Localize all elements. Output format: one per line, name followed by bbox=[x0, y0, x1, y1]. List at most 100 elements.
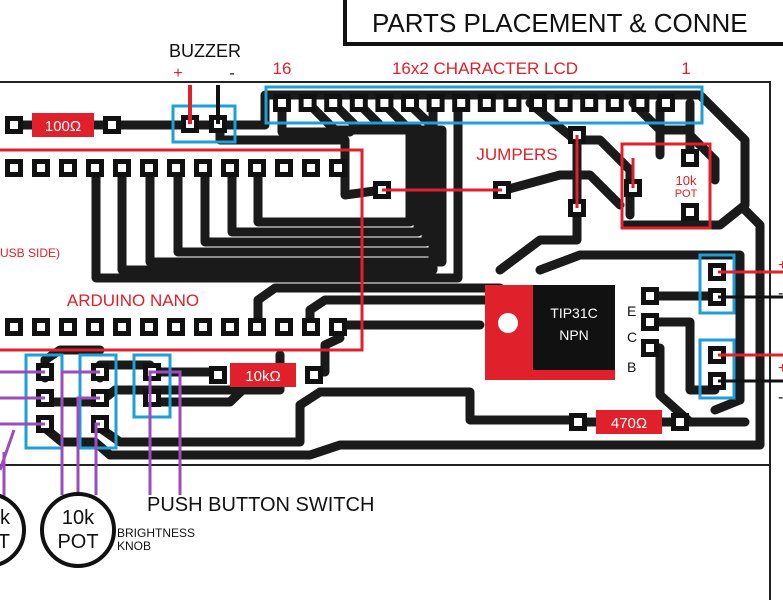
lcd-pad-hole bbox=[406, 99, 414, 107]
pot-left-type: T bbox=[0, 531, 10, 553]
resistor-470 bbox=[596, 410, 662, 434]
pot-bottom-value: 10k bbox=[62, 507, 95, 529]
brightness-label: BRIGHTNESS bbox=[117, 526, 195, 540]
arduino-top-pad-hole bbox=[64, 164, 72, 172]
power-top-plus: + bbox=[778, 257, 783, 274]
red-outlines bbox=[0, 142, 712, 352]
power-pad-hole bbox=[713, 377, 721, 385]
resistor-100 bbox=[32, 113, 94, 137]
transistor-pad-hole bbox=[646, 344, 654, 352]
power-top-minus: - bbox=[778, 285, 783, 302]
arduino-top-pad-hole bbox=[37, 164, 45, 172]
lcd-pad-hole bbox=[303, 99, 312, 107]
pot-left-circle bbox=[0, 493, 26, 567]
resistor-10k bbox=[230, 363, 296, 387]
power-pad-hole bbox=[713, 268, 721, 276]
resistor-pad-hole bbox=[214, 371, 222, 379]
arduino-top-pad-hole bbox=[226, 164, 234, 172]
resistor-pad-hole bbox=[10, 121, 18, 129]
lcd-pad-hole bbox=[431, 99, 440, 107]
arduino-label: ARDUINO NANO bbox=[67, 291, 199, 310]
arduino-bottom-pad-hole bbox=[253, 323, 261, 331]
power-pad-hole bbox=[713, 293, 721, 301]
lcd-outline bbox=[264, 85, 704, 125]
lcd-pad-hole bbox=[559, 99, 568, 107]
arduino-bottom-pad-hole bbox=[118, 323, 126, 331]
arduino-bottom-pad-hole bbox=[334, 323, 342, 331]
transistor-model: TIP31C bbox=[550, 305, 597, 321]
button-outline bbox=[132, 353, 172, 419]
power-pad-hole bbox=[713, 351, 721, 359]
buzzer-minus: - bbox=[229, 65, 234, 82]
power-bottom-minus: - bbox=[778, 389, 783, 406]
arduino-bottom-pad-hole bbox=[64, 323, 72, 331]
pot-pad-hole bbox=[686, 208, 694, 216]
lcd-pad-hole bbox=[354, 99, 363, 107]
transistor-body bbox=[533, 285, 615, 370]
lcd-pad-hole bbox=[482, 99, 491, 107]
transistor-pad-hole bbox=[646, 318, 654, 326]
lcd-pad-hole bbox=[534, 99, 542, 107]
purple-leads bbox=[0, 370, 182, 512]
lcd-pin-16: 16 bbox=[273, 59, 292, 78]
jumper-wires bbox=[382, 135, 635, 208]
lcd-pad-hole bbox=[457, 99, 466, 107]
resistor-10k-label: 10kΩ bbox=[245, 368, 280, 385]
button-pad-hole bbox=[148, 394, 156, 402]
jumpers-label: JUMPERS bbox=[476, 145, 557, 164]
knob-label: KNOB bbox=[117, 539, 151, 553]
lcd-pad-hole bbox=[662, 99, 670, 107]
lcd-pad-hole bbox=[585, 99, 594, 107]
transistor-pin-e: E bbox=[627, 303, 636, 319]
arduino-top-pad-hole bbox=[280, 164, 288, 172]
lcd-pad-hole bbox=[636, 99, 645, 107]
lcd-pad-hole bbox=[380, 99, 389, 107]
buzzer-outline bbox=[171, 104, 237, 144]
arduino-top-pad-hole bbox=[91, 164, 99, 172]
pot-left-value: k bbox=[0, 507, 11, 529]
usb-side-label: USB SIDE) bbox=[0, 246, 60, 260]
pot-top-type: POT bbox=[675, 188, 698, 200]
pot-bottom-type: POT bbox=[57, 531, 98, 553]
lcd-pin-1: 1 bbox=[681, 59, 690, 78]
push-button-label: PUSH BUTTON SWITCH bbox=[147, 494, 374, 516]
buzzer-plus: + bbox=[173, 65, 182, 82]
arduino-bottom-pad-hole bbox=[37, 323, 45, 331]
pot-bottom-outline bbox=[78, 353, 118, 450]
blue-outlines bbox=[24, 85, 736, 450]
power-bottom-plus: + bbox=[778, 360, 783, 377]
arduino-top-pad-hole bbox=[145, 164, 153, 172]
arduino-top-pad-hole bbox=[118, 164, 126, 172]
pot-top-outline bbox=[620, 142, 712, 230]
resistor-pad-hole bbox=[574, 418, 582, 426]
pot-top-value: 10k bbox=[676, 173, 697, 188]
arduino-bottom-pad-hole bbox=[145, 323, 153, 331]
arduino-top-pad-hole bbox=[253, 164, 261, 172]
resistor-100-label: 100Ω bbox=[45, 118, 81, 135]
arduino-bottom-pad-hole bbox=[226, 323, 234, 331]
lcd-pad-hole bbox=[278, 99, 286, 107]
lcd-pad-hole bbox=[610, 99, 619, 107]
arduino-top-pad-hole bbox=[10, 164, 18, 172]
transistor-pin-c: C bbox=[627, 329, 637, 345]
buzzer-label: BUZZER bbox=[169, 41, 241, 61]
title-box bbox=[343, 0, 783, 46]
arduino-bottom-pad-hole bbox=[10, 323, 18, 331]
arduino-bottom-pad-hole bbox=[199, 323, 207, 331]
power-bottom-outline bbox=[698, 338, 736, 400]
resistor-470-label: 470Ω bbox=[611, 415, 647, 432]
lcd-label: 16x2 CHARACTER LCD bbox=[392, 59, 578, 78]
resistor-pad-hole bbox=[676, 418, 684, 426]
arduino-top-pad-hole bbox=[172, 164, 180, 172]
board-outline bbox=[0, 81, 771, 600]
transistor-pad-hole bbox=[646, 292, 654, 300]
arduino-top-pad-hole bbox=[307, 164, 315, 172]
arduino-top-pad-hole bbox=[334, 164, 342, 172]
arduino-bottom-pad-hole bbox=[172, 323, 180, 331]
arduino-bottom-pad-hole bbox=[91, 323, 99, 331]
lcd-pad-hole bbox=[329, 99, 338, 107]
diagram-title: PARTS PLACEMENT & CONNE bbox=[372, 8, 748, 38]
resistor-pad-hole bbox=[310, 371, 318, 379]
resistor-pad-hole bbox=[108, 121, 116, 129]
transistor-type: NPN bbox=[559, 327, 589, 343]
